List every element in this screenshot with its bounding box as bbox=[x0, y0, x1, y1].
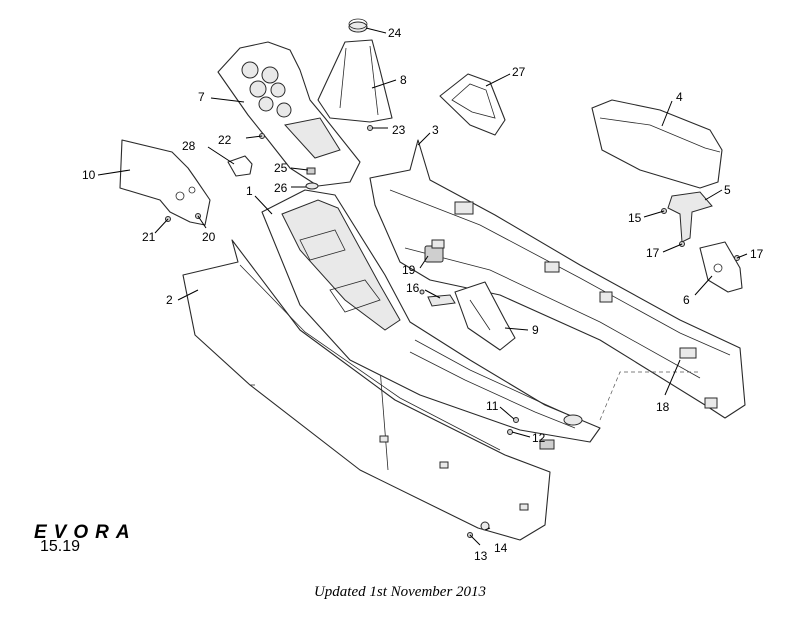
callout-20: 20 bbox=[202, 230, 216, 244]
part-27-bezel-frame bbox=[439, 73, 506, 136]
callout-17-right: 17 bbox=[750, 247, 764, 261]
part-8-gaiter bbox=[317, 39, 393, 123]
part-3-right-console-side bbox=[369, 139, 746, 421]
leader-lines bbox=[97, 27, 748, 546]
callout-6: 6 bbox=[683, 293, 690, 307]
callout-12: 12 bbox=[532, 431, 546, 445]
evora-logo-icon: EVORA bbox=[34, 522, 137, 543]
callout-17-left: 17 bbox=[646, 246, 660, 260]
part-28-bracket-plate bbox=[227, 155, 253, 177]
part-1-console-tray bbox=[261, 189, 601, 450]
brand-wordmark: EVORA bbox=[34, 522, 137, 542]
callout-10: 10 bbox=[82, 168, 96, 182]
callout-24: 24 bbox=[388, 26, 402, 40]
callout-16: 16 bbox=[406, 281, 420, 295]
callout-15: 15 bbox=[628, 211, 642, 225]
part-2-left-side-panel bbox=[182, 239, 551, 541]
callout-27: 27 bbox=[512, 65, 526, 79]
callout-19: 19 bbox=[402, 263, 416, 277]
fasteners bbox=[165, 125, 740, 538]
part-7-gear-surround bbox=[217, 41, 361, 187]
part-9-cubby-insert bbox=[454, 281, 516, 351]
callout-18: 18 bbox=[656, 400, 670, 414]
callout-1: 1 bbox=[246, 184, 253, 198]
updated-note: Updated 1st November 2013 bbox=[313, 584, 487, 600]
callout-numbers: 1 2 3 4 5 6 7 8 9 10 11 12 13 14 15 16 1… bbox=[82, 26, 764, 563]
part-5-bracket bbox=[667, 191, 713, 243]
callout-5: 5 bbox=[724, 183, 731, 197]
callout-25: 25 bbox=[274, 161, 288, 175]
callout-26: 26 bbox=[274, 181, 288, 195]
callout-23: 23 bbox=[392, 123, 406, 137]
brand-logo: EVORA bbox=[34, 522, 234, 547]
callout-28: 28 bbox=[182, 139, 196, 153]
part-19-connector bbox=[424, 239, 445, 263]
part-6-support-bracket bbox=[699, 241, 743, 293]
callout-2: 2 bbox=[166, 293, 173, 307]
callout-7: 7 bbox=[198, 90, 205, 104]
callout-4: 4 bbox=[676, 90, 683, 104]
callout-9: 9 bbox=[532, 323, 539, 337]
part-4-armrest bbox=[591, 99, 723, 189]
callout-8: 8 bbox=[400, 73, 407, 87]
callout-14: 14 bbox=[494, 541, 508, 555]
callout-13: 13 bbox=[474, 549, 488, 563]
page-code: 15.19 bbox=[40, 538, 81, 555]
callout-3: 3 bbox=[432, 123, 439, 137]
callout-11: 11 bbox=[486, 399, 499, 413]
callout-21: 21 bbox=[142, 230, 156, 244]
part-16-clip bbox=[427, 294, 456, 307]
callout-22: 22 bbox=[218, 133, 232, 147]
part-10-mounting-plate bbox=[119, 139, 211, 226]
part-24-ring bbox=[348, 18, 368, 33]
